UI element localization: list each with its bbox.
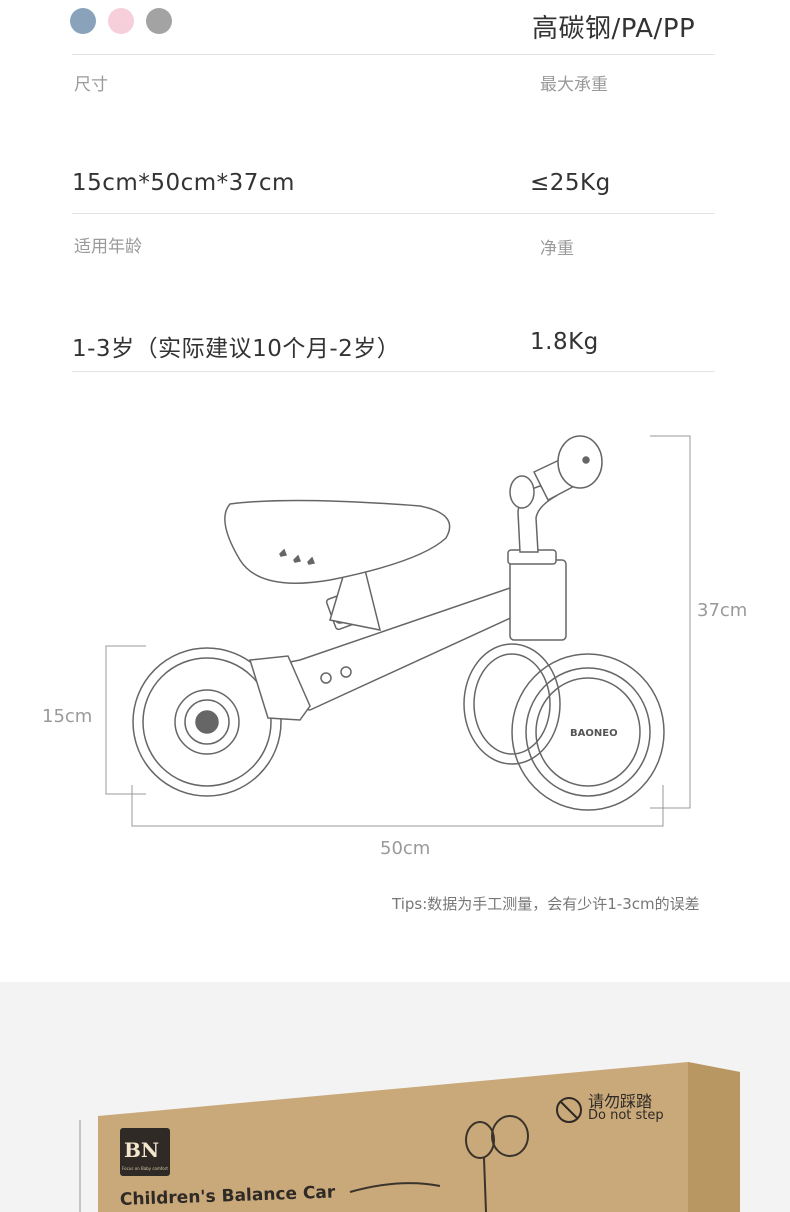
balance-bike-diagram: BAONEO [105,435,691,827]
wheel-dimension: 15cm [42,706,93,727]
size-label: 尺寸 [74,75,108,95]
package-section: BN Focus on Baby comfort Children's Bala… [0,982,790,1212]
logo-tagline: Focus on Baby comfort [122,1166,168,1171]
weight-value: 1.8Kg [530,329,599,355]
max-load-label: 最大承重 [540,75,608,95]
wheel-brand: BAONEO [570,728,618,739]
divider [72,213,715,214]
dimension-lines [105,435,691,827]
no-step-en: Do not step [588,1108,664,1123]
age-label: 适用年龄 [74,237,142,257]
tips-text: Tips:数据为手工测量，会有少许1-3cm的误差 [392,895,700,913]
frame [249,569,529,721]
seat [224,499,451,585]
age-value: 1-3岁（实际建议10个月-2岁） [72,336,401,362]
color-swatch-gray[interactable] [146,8,172,34]
no-step-cn: 请勿踩踏 [588,1092,653,1111]
length-dimension: 50cm [380,838,431,859]
size-value: 15cm*50cm*37cm [72,170,295,196]
package-box [79,1062,740,1212]
brand-logo: BN [124,1138,160,1162]
front-wheels [463,643,665,811]
color-swatch-blue[interactable] [70,8,96,34]
handlebar [507,435,603,641]
weight-label: 净重 [540,239,574,259]
max-load-value: ≤25Kg [530,170,611,196]
height-dimension: 37cm [697,600,748,621]
rear-wheel [132,647,282,797]
color-swatch-pink[interactable] [108,8,134,34]
divider [72,371,715,372]
divider [72,54,715,55]
material-value: 高碳钢/PA/PP [532,14,696,44]
